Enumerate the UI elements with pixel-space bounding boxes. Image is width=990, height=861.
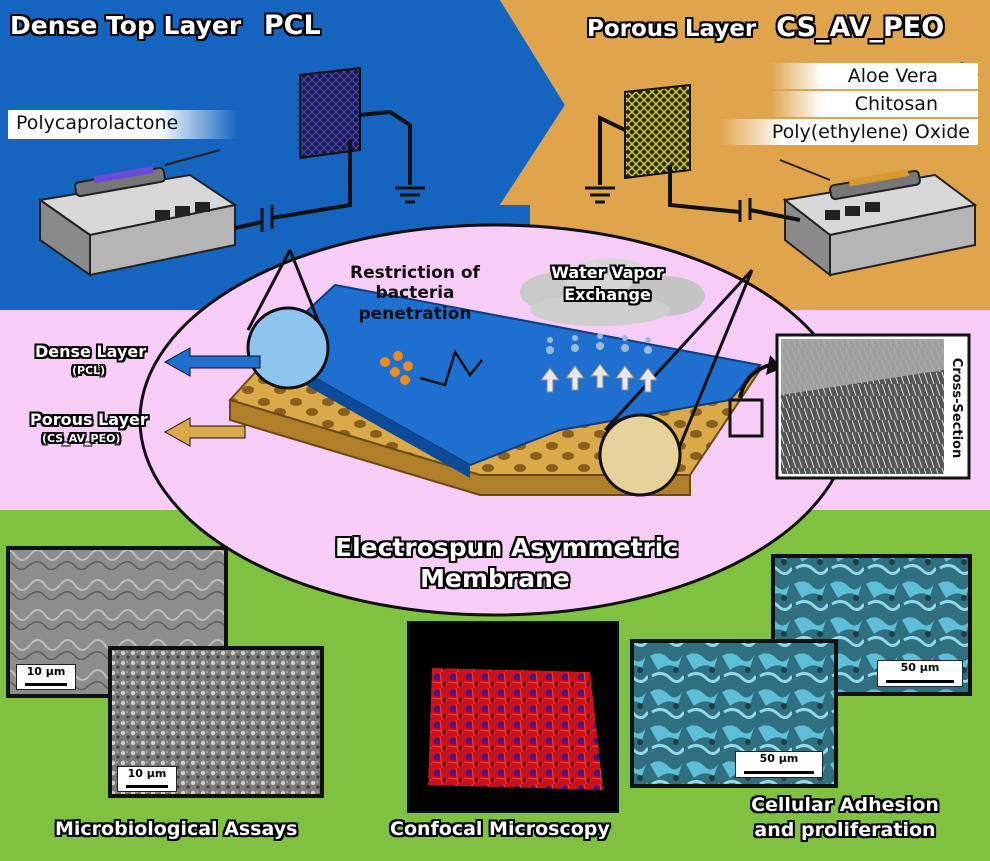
cross-section-label: Cross-Section [945,340,967,475]
scale-bar-3-text: 50 μm [900,661,940,674]
confocal-label: Confocal Microscopy [390,818,610,840]
vapor-line-2: Exchange [564,284,651,304]
porous-layer-title: Porous Layer CS_AV_PEO [587,12,944,43]
dense-layer-label: Dense Layer [35,342,146,361]
electrospinning-pump-left [37,149,238,277]
cell-adhesion-label: Cellular Adhesion and proliferation [730,793,960,842]
scale-bar-4: 50 μm [735,751,823,778]
porous-layer-title-bold: CS_AV_PEO [776,12,945,43]
collector-right [585,83,801,222]
dense-layer-title-text: Dense Top Layer [10,11,242,40]
cell-adhesion-line-2: and proliferation [754,818,936,841]
polycaprolactone-text: Polycaprolactone [16,112,179,134]
dense-layer-panel [0,0,565,205]
cross-section-marker [728,398,764,438]
vapor-line-1: Water Vapor [551,263,664,282]
vapor-cloud-icon [520,258,705,326]
scale-bar-2-text: 10 μm [127,767,167,780]
component-chitosan-text: Chitosan [854,93,938,115]
cross-section-text: Cross-Section [948,357,964,458]
component-peo: Poly(ethylene) Oxide [720,119,978,145]
scale-bar-1-text: 10 μm [26,665,66,678]
porous-layer-sub: (CS_AV_PEO) [42,432,120,445]
component-chitosan: Chitosan [770,91,978,117]
porous-layer-sub-text: (CS_AV_PEO) [42,432,121,445]
restriction-label: Restriction of bacteria penetration [345,263,485,324]
polycaprolactone-label: Polycaprolactone [8,110,238,139]
restriction-line-1: Restriction of [350,263,480,283]
micro-assays-text: Microbiological Assays [55,818,298,840]
scale-bar-1: 10 μm [16,664,76,690]
membrane-title-line-1: Electrospun Asymmetric [335,533,679,562]
porous-layer-title-text: Porous Layer [587,16,757,42]
vapor-arrows-icon [540,333,658,393]
porous-layer-label-text: Porous Layer [30,410,148,429]
dense-layer-arrow [163,347,261,377]
vapor-label: Water Vapor Exchange [540,262,675,305]
cell-adhesion-line-1: Cellular Adhesion [751,794,939,816]
component-aloe: Aloe Vera [770,63,978,89]
component-peo-text: Poly(ethylene) Oxide [771,121,970,143]
dense-layer-title-bold: PCL [263,10,321,41]
membrane-title: Electrospun Asymmetric Membrane [335,532,679,595]
cross-section-arrow [738,363,771,399]
dense-layer-title: Dense Top Layer PCL [10,10,321,41]
scale-bar-4-text: 50 μm [759,752,799,765]
confocal-text: Confocal Microscopy [390,818,610,840]
porous-layer-arrow [163,417,246,447]
scale-bar-2: 10 μm [117,766,177,792]
restriction-line-3: penetration [358,303,472,324]
porous-layer-label: Porous Layer [30,410,148,429]
dense-layer-sub-text: (PCL) [72,364,106,377]
dense-layer-sub: (PCL) [72,364,105,377]
magnifier-left [246,249,330,390]
scale-bar-3: 50 μm [877,660,963,687]
dense-layer-label-text: Dense Layer [35,342,147,361]
micro-assays-label: Microbiological Assays [55,818,297,840]
collector-left [234,66,425,232]
component-aloe-text: Aloe Vera [847,65,938,87]
restriction-line-2: bacteria [375,283,455,304]
bacteria-icon [380,349,483,387]
magnifier-right [598,268,754,497]
membrane-title-line-2: Membrane [420,564,570,594]
